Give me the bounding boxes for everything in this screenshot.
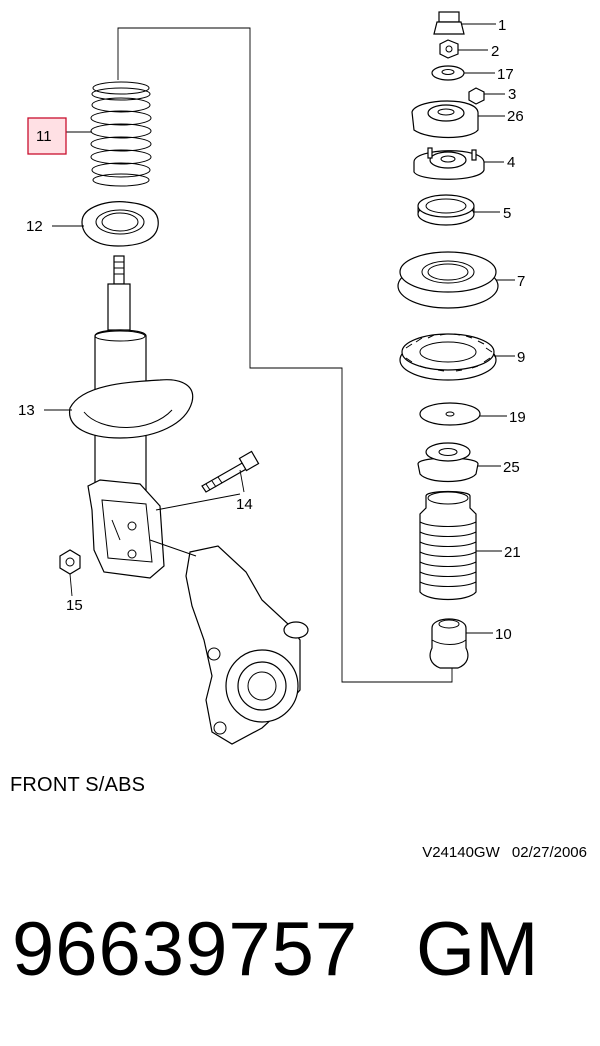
guide-frame-line <box>117 27 453 683</box>
leader-lines <box>44 23 515 634</box>
callout-label-26: 26 <box>507 108 524 125</box>
dust-washer <box>419 402 481 426</box>
bump-cap <box>417 442 479 483</box>
diagram-title: FRONT S/ABS <box>10 774 146 796</box>
bearing <box>417 194 475 226</box>
callout-label-14: 14 <box>236 496 253 513</box>
top-nut <box>433 11 465 35</box>
callout-label-3: 3 <box>508 86 516 103</box>
callout-label-25: 25 <box>503 459 520 476</box>
flange-nut <box>439 39 459 59</box>
drawing-date: 02/27/2006 <box>511 844 587 861</box>
mounting-bolt <box>201 450 260 493</box>
brand-name: GM <box>416 907 539 992</box>
insulator-ring <box>399 333 497 381</box>
drawing-code: V24140GW <box>422 844 500 861</box>
callout-label-2: 2 <box>491 43 499 60</box>
part-number: 96639757 <box>12 907 359 992</box>
callout-label-11: 11 <box>36 128 52 145</box>
callout-label-19: 19 <box>509 409 526 426</box>
callout-labels: 1 2 17 3 26 4 5 7 9 19 25 21 10 11 12 13… <box>18 17 526 643</box>
upper-mount-bracket <box>411 100 479 139</box>
washer <box>431 65 465 81</box>
spring-seat <box>81 201 159 247</box>
bump-stopper <box>429 618 469 669</box>
rubber-seat <box>397 251 499 309</box>
lock-nut <box>59 549 81 575</box>
callout-label-7: 7 <box>517 273 525 290</box>
strut-mount <box>413 147 485 180</box>
callout-label-9: 9 <box>517 349 525 366</box>
callout-label-5: 5 <box>503 205 511 222</box>
callout-label-4: 4 <box>507 154 515 171</box>
steering-knuckle <box>149 493 309 745</box>
exploded-parts-diagram: 1 2 17 3 26 4 5 7 9 19 25 21 10 11 12 13… <box>18 11 526 745</box>
dust-boot <box>419 490 477 601</box>
drawing-reference: V24140GW 02/27/2006 <box>422 844 587 861</box>
callout-label-12: 12 <box>26 218 43 235</box>
callout-label-17: 17 <box>497 66 514 83</box>
coil-spring <box>90 81 152 187</box>
small-nut <box>468 87 485 105</box>
callout-label-13: 13 <box>18 402 35 419</box>
callout-label-15: 15 <box>66 597 83 614</box>
highlight-box <box>27 117 67 155</box>
callout-label-21: 21 <box>504 544 521 561</box>
callout-label-1: 1 <box>498 17 506 34</box>
strut-assembly <box>69 255 194 579</box>
callout-label-10: 10 <box>495 626 512 643</box>
